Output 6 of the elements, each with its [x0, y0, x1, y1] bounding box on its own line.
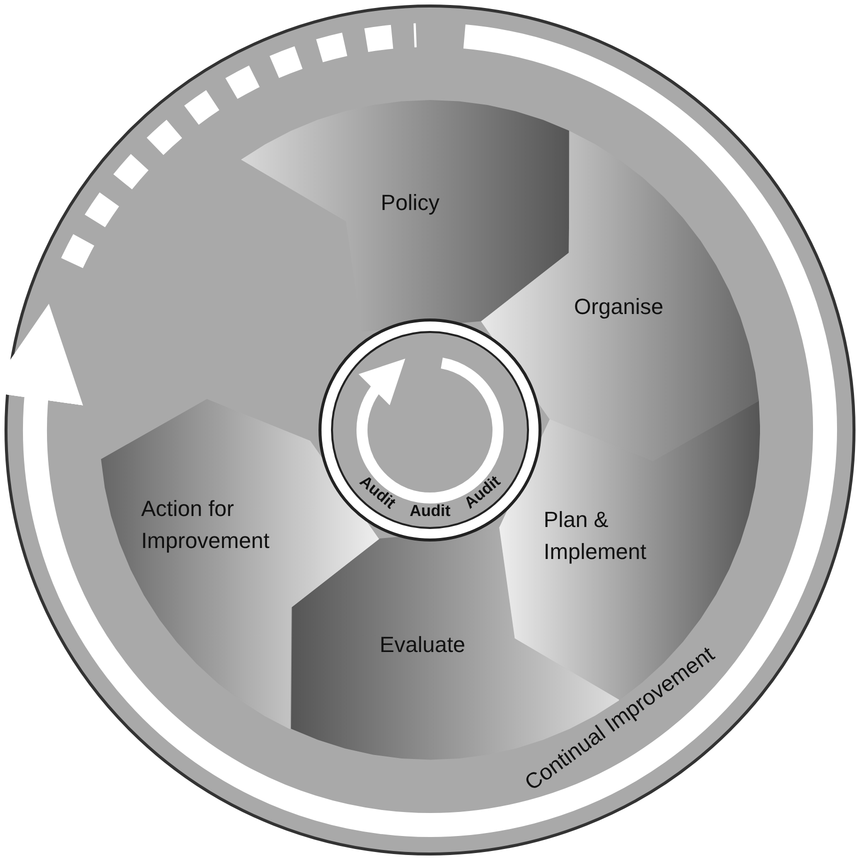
segment-label: Action for Improvement — [141, 495, 270, 556]
audit-label: Audit — [410, 503, 450, 521]
segment-label: Organise — [574, 294, 664, 322]
segment-label: Policy — [380, 188, 440, 217]
segment-label: Evaluate — [380, 630, 466, 659]
segment-label: Plan & Implement — [544, 506, 648, 566]
